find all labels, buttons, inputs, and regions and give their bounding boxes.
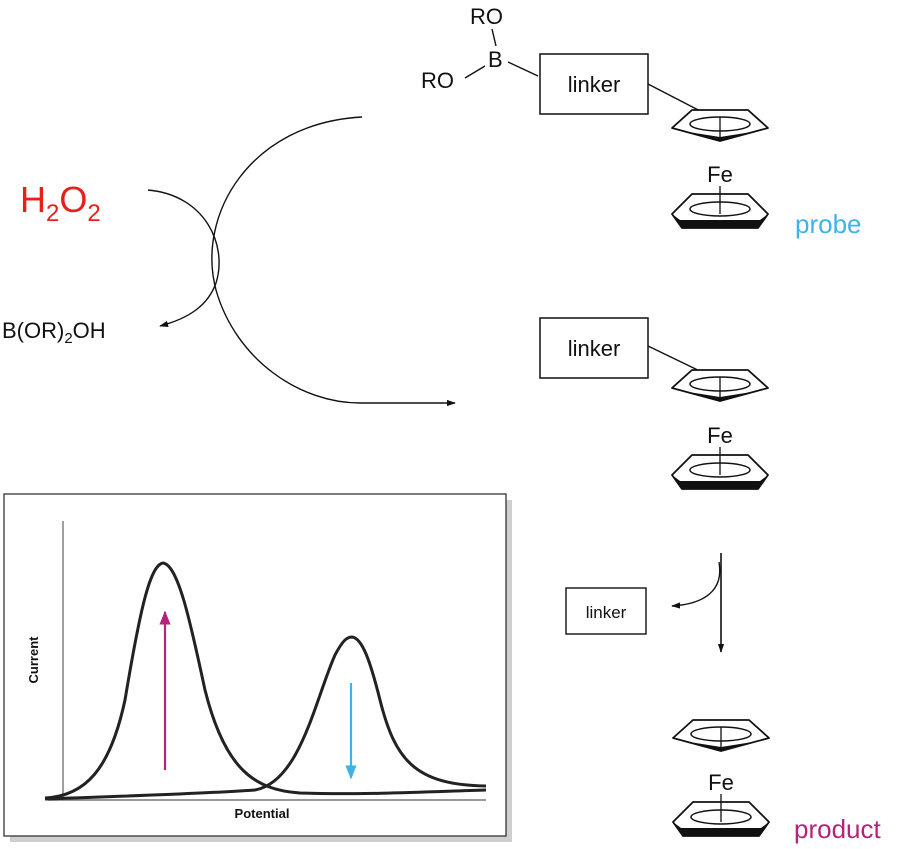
probe-peak-curve — [44, 635, 487, 801]
probe-to-intermediate-arrow — [211, 116, 456, 407]
product-cp-ring-top — [672, 719, 770, 752]
panel-frame — [3, 493, 507, 837]
probe-label: probe — [795, 209, 862, 239]
h2o2-label: H2O2 — [20, 179, 101, 227]
byproduct-label: B(OR)2OH — [2, 318, 106, 347]
product-peak-curve — [44, 561, 487, 800]
product-cp-ring-bottom — [672, 801, 770, 837]
h2o2-consumption-arrow — [147, 189, 220, 327]
release-step: linker — [565, 553, 725, 653]
probe-linker-label: linker — [568, 72, 621, 97]
b-o-bond-top — [491, 28, 497, 47]
y-axis-label: Current — [26, 636, 41, 684]
ro-left-label: RO — [421, 68, 454, 93]
b-o-bond-left — [464, 65, 486, 79]
probe-cp-ring-bottom — [671, 193, 769, 229]
product-molecule: Fe product — [672, 719, 881, 844]
intermediate-molecule: linker Fe — [539, 317, 769, 490]
probe-fe-label: Fe — [707, 162, 733, 187]
ro-top-label: RO — [470, 4, 503, 29]
intermediate-cp-ring-bottom — [671, 454, 769, 490]
intermediate-cp-ring-top — [671, 369, 769, 402]
linker-cp-bond — [647, 83, 707, 115]
intermediate-fe-label: Fe — [707, 423, 733, 448]
b-linker-bond — [507, 61, 539, 77]
intermediate-linker-label: linker — [568, 336, 621, 361]
boron-label: B — [488, 47, 503, 72]
released-linker-label: linker — [586, 603, 627, 622]
intermediate-linker-box — [539, 317, 649, 379]
product-label: product — [794, 814, 881, 844]
voltammogram-panel: Current Potential — [3, 493, 512, 842]
x-axis-label: Potential — [235, 806, 290, 821]
probe-cp-ring-top — [671, 109, 769, 142]
product-fe-label: Fe — [708, 770, 734, 795]
probe-linker-box — [539, 53, 649, 115]
linker-release-arrow — [671, 561, 721, 609]
released-linker-box — [565, 587, 647, 635]
reaction-arrows — [147, 116, 456, 407]
probe-molecule: RO RO B linker Fe probe — [421, 4, 862, 239]
